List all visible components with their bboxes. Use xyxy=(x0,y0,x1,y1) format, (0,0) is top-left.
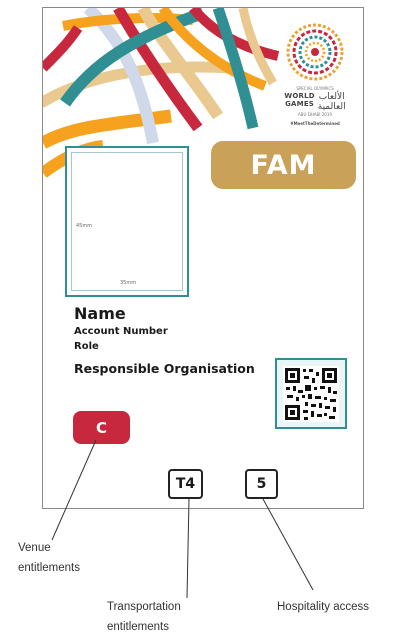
logo-arabic2: العالمية xyxy=(317,102,346,112)
logo-line1: SPECIAL OLYMPICS xyxy=(296,86,334,91)
accreditation-card: SPECIAL OLYMPICS WORLD GAMES الألعاب الع… xyxy=(42,7,364,509)
hospitality-access-box: 5 xyxy=(245,469,278,499)
hospitality-caption: Hospitality access xyxy=(277,601,370,613)
holder-name: Name xyxy=(74,304,126,323)
transport-caption-line1: Transportation xyxy=(107,601,181,613)
logo-hashtag: #MeetTheDetermined xyxy=(290,121,340,126)
logo-games: GAMES xyxy=(285,100,315,108)
photo-height-label: 45mm xyxy=(76,223,93,229)
venue-caption: Venue entitlements xyxy=(18,538,128,578)
photo-width-label: 35mm xyxy=(120,280,137,286)
logo-location: ABU DHABI 2019 xyxy=(298,112,332,117)
responsible-organisation: Responsible Organisation xyxy=(74,361,255,376)
venue-caption-line1: Venue xyxy=(18,542,51,554)
account-number: Account Number xyxy=(74,326,168,337)
logo-world: WORLD xyxy=(284,92,315,100)
venue-entitlement-badge: C xyxy=(73,411,130,444)
transport-caption: Transportation entitlements xyxy=(107,597,227,637)
photo-placeholder: 45mm 35mm xyxy=(71,152,183,291)
holder-role: Role xyxy=(74,341,99,352)
qr-code-icon xyxy=(283,365,339,422)
games-logo: SPECIAL OLYMPICS WORLD GAMES الألعاب الع… xyxy=(275,22,355,140)
ribbon-pattern xyxy=(43,8,280,178)
photo-frame: 45mm 35mm xyxy=(65,146,189,297)
logo-arabic1: الألعاب xyxy=(318,92,345,102)
transport-caption-line2: entitlements xyxy=(107,621,170,633)
venue-caption-line2: entitlements xyxy=(18,562,81,574)
qr-code xyxy=(275,358,347,429)
category-badge: FAM xyxy=(211,141,356,189)
emblem-icon xyxy=(286,23,344,81)
transport-entitlement-box: T4 xyxy=(168,469,203,499)
